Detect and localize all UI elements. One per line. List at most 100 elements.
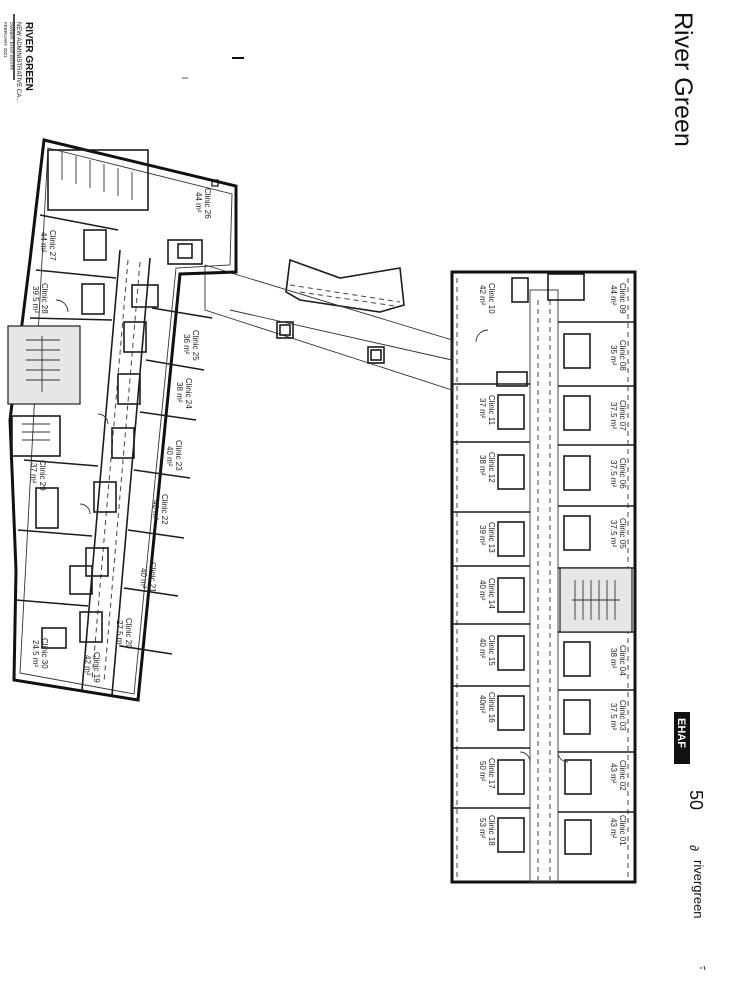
svg-text:24.5 m²: 24.5 m² bbox=[31, 640, 40, 667]
clinic-17: Clinic 17 50 m² bbox=[478, 758, 496, 789]
clinic-26: Clinic 26 44 m² bbox=[194, 188, 212, 219]
svg-text:Clinic 28: Clinic 28 bbox=[40, 283, 49, 314]
svg-text:Clinic 02: Clinic 02 bbox=[618, 760, 627, 791]
svg-text:Clinic 03: Clinic 03 bbox=[618, 700, 627, 731]
clinic-18: Clinic 18 53 m² bbox=[478, 815, 496, 846]
svg-text:Clinic 30: Clinic 30 bbox=[40, 638, 49, 669]
svg-text:Clinic 19: Clinic 19 bbox=[92, 652, 101, 683]
svg-text:Clinic 07: Clinic 07 bbox=[618, 400, 627, 431]
svg-text:Clinic 06: Clinic 06 bbox=[618, 458, 627, 489]
svg-text:Clinic 14: Clinic 14 bbox=[487, 578, 496, 609]
svg-text:Clinic 09: Clinic 09 bbox=[618, 283, 627, 314]
clinic-30: Clinic 30 24.5 m² bbox=[31, 638, 49, 669]
svg-text:Clinic 16: Clinic 16 bbox=[487, 692, 496, 723]
svg-text:Clinic 17: Clinic 17 bbox=[487, 758, 496, 789]
svg-text:37.5 m²: 37.5 m² bbox=[609, 402, 618, 429]
clinic-25: Clinic 25 36 m² bbox=[182, 330, 200, 361]
clinic-23: Clinic 23 40 m² bbox=[165, 440, 183, 471]
clinic-01: Clinic 01 43 m² bbox=[609, 815, 627, 846]
clinic-12: Clinic 12 38 m² bbox=[478, 452, 496, 483]
clinic-14: Clinic 14 40 m² bbox=[478, 578, 496, 609]
svg-text:37.5 m²: 37.5 m² bbox=[609, 703, 618, 730]
svg-text:37 m²: 37 m² bbox=[29, 463, 38, 484]
svg-text:Clinic 27: Clinic 27 bbox=[48, 230, 57, 261]
svg-text:44 m²: 44 m² bbox=[194, 192, 203, 213]
svg-text:40 m²: 40 m² bbox=[478, 580, 487, 601]
svg-text:44 m²: 44 m² bbox=[39, 232, 48, 253]
svg-text:40 m²: 40 m² bbox=[139, 568, 148, 589]
clinic-27: Clinic 27 44 m² bbox=[39, 230, 57, 261]
clinic-15: Clinic 15 40 m² bbox=[478, 635, 496, 666]
svg-text:∂: ∂ bbox=[687, 845, 701, 851]
svg-text:39 m²: 39 m² bbox=[478, 525, 487, 546]
page-title: River Green bbox=[669, 12, 697, 147]
svg-text:44 m²: 44 m² bbox=[609, 285, 618, 306]
svg-text:Clinic 13: Clinic 13 bbox=[487, 522, 496, 553]
right-wing bbox=[450, 270, 637, 884]
svg-text:39.5 m²: 39.5 m² bbox=[31, 286, 40, 313]
fifty-logo: 50 bbox=[686, 790, 706, 810]
svg-text:40 m²: 40 m² bbox=[478, 638, 487, 659]
svg-text:35 m²: 35 m² bbox=[609, 345, 618, 366]
svg-text:Clinic 08: Clinic 08 bbox=[618, 340, 627, 371]
clinic-05: Clinic 05 37.5 m² bbox=[609, 518, 627, 549]
clinic-09: Clinic 09 44 m² bbox=[609, 283, 627, 314]
clinic-24: Clinic 24 38 m² bbox=[175, 378, 193, 409]
svg-text:EHAF: EHAF bbox=[675, 718, 687, 748]
svg-text:43 m²: 43 m² bbox=[609, 763, 618, 784]
ehaf-logo: EHAF bbox=[674, 712, 690, 764]
svg-text:40m²: 40m² bbox=[478, 695, 487, 714]
title-block: RIVER GREEN NEW ADMINISTRATIVE CA... OWN… bbox=[3, 14, 244, 103]
header-project: RIVER GREEN bbox=[23, 22, 34, 91]
rivergreen-logo: ∂ rivergreen bbox=[687, 845, 706, 919]
svg-text:Clinic 20: Clinic 20 bbox=[124, 618, 133, 649]
left-wing bbox=[7, 138, 238, 702]
rivergreen-logo-text: rivergreen bbox=[691, 860, 706, 919]
svg-text:Clinic 22: Clinic 22 bbox=[160, 494, 169, 525]
svg-text:Clinic 21: Clinic 21 bbox=[148, 562, 157, 593]
svg-text:37 m²: 37 m² bbox=[478, 398, 487, 419]
header-subtitle: NEW ADMINISTRATIVE CA... bbox=[15, 22, 21, 103]
svg-text:Clinic 01: Clinic 01 bbox=[618, 815, 627, 846]
svg-text:37.5 m²: 37.5 m² bbox=[609, 520, 618, 547]
svg-text:Clinic 11: Clinic 11 bbox=[487, 395, 496, 426]
svg-text:38 m²: 38 m² bbox=[175, 382, 184, 403]
svg-text:Clinic 24: Clinic 24 bbox=[184, 378, 193, 409]
clinic-21: Clinic 21 40 m² bbox=[139, 562, 157, 593]
connector-bridge bbox=[204, 258, 453, 391]
clinic-16: Clinic 16 40m² bbox=[478, 692, 496, 723]
clinic-07: Clinic 07 37.5 m² bbox=[609, 400, 627, 431]
svg-text:53 m²: 53 m² bbox=[478, 818, 487, 839]
clinic-19: Clinic 19 42 m² bbox=[83, 652, 101, 683]
svg-text:40 m²: 40 m² bbox=[165, 446, 174, 467]
svg-text:Clinic 05: Clinic 05 bbox=[618, 518, 627, 549]
svg-text:Clinic 10: Clinic 10 bbox=[487, 283, 496, 314]
clinic-22: Clinic 22 40 m² bbox=[151, 494, 169, 525]
clinic-11: Clinic 11 37 m² bbox=[478, 395, 496, 426]
svg-text:Clinic 18: Clinic 18 bbox=[487, 815, 496, 846]
svg-text:Clinic 12: Clinic 12 bbox=[487, 452, 496, 483]
svg-text:50 m²: 50 m² bbox=[478, 761, 487, 782]
clinic-28: Clinic 28 39.5 m² bbox=[31, 283, 49, 314]
header-date: FEBRUARY 2021 bbox=[3, 22, 8, 58]
svg-text:42 m²: 42 m² bbox=[83, 655, 92, 676]
svg-text:43 m²: 43 m² bbox=[609, 818, 618, 839]
clinic-13: Clinic 13 39 m² bbox=[478, 522, 496, 553]
svg-text:37.5 m²: 37.5 m² bbox=[609, 460, 618, 487]
clinic-20: Clinic 20 27.5 m² bbox=[115, 618, 133, 649]
clinic-06: Clinic 06 37.5 m² bbox=[609, 458, 627, 489]
svg-text:Clinic 29: Clinic 29 bbox=[38, 460, 47, 491]
svg-text:Clinic 15: Clinic 15 bbox=[487, 635, 496, 666]
svg-text:Clinic 23: Clinic 23 bbox=[174, 440, 183, 471]
svg-text:40 m²: 40 m² bbox=[151, 500, 160, 521]
clinic-02: Clinic 02 43 m² bbox=[609, 760, 627, 791]
header-owner: OWNER: EHAF EGYPT bbox=[9, 22, 14, 71]
svg-text:38 m²: 38 m² bbox=[478, 455, 487, 476]
svg-text:27.5 m²: 27.5 m² bbox=[115, 620, 124, 647]
svg-text:Clinic 25: Clinic 25 bbox=[191, 330, 200, 361]
clinic-04: Clinic 04 38 m² bbox=[609, 645, 627, 676]
clinic-03: Clinic 03 37.5 m² bbox=[609, 700, 627, 731]
svg-text:36 m²: 36 m² bbox=[182, 334, 191, 355]
svg-text:38 m²: 38 m² bbox=[609, 648, 618, 669]
